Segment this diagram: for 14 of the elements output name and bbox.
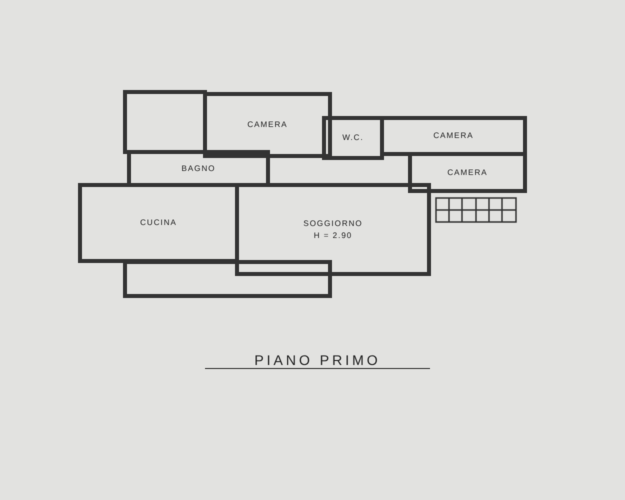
room-label: SOGGIORNO xyxy=(303,218,363,230)
ceiling-height-label: H = 2.90 xyxy=(314,230,352,242)
room-label: W.C. xyxy=(342,132,364,144)
room-outline xyxy=(235,183,431,276)
room-outline xyxy=(123,90,207,154)
plan-title: PIANO PRIMO xyxy=(205,352,430,369)
room-label: CAMERA xyxy=(447,166,488,178)
room-label: CUCINA xyxy=(140,217,177,229)
room-label: CAMERA xyxy=(247,119,288,131)
room-label: CAMERA xyxy=(433,130,474,142)
room-label: BAGNO xyxy=(182,162,216,174)
room-outline xyxy=(123,260,332,298)
room-outline xyxy=(203,92,332,158)
room-outline xyxy=(322,116,384,160)
